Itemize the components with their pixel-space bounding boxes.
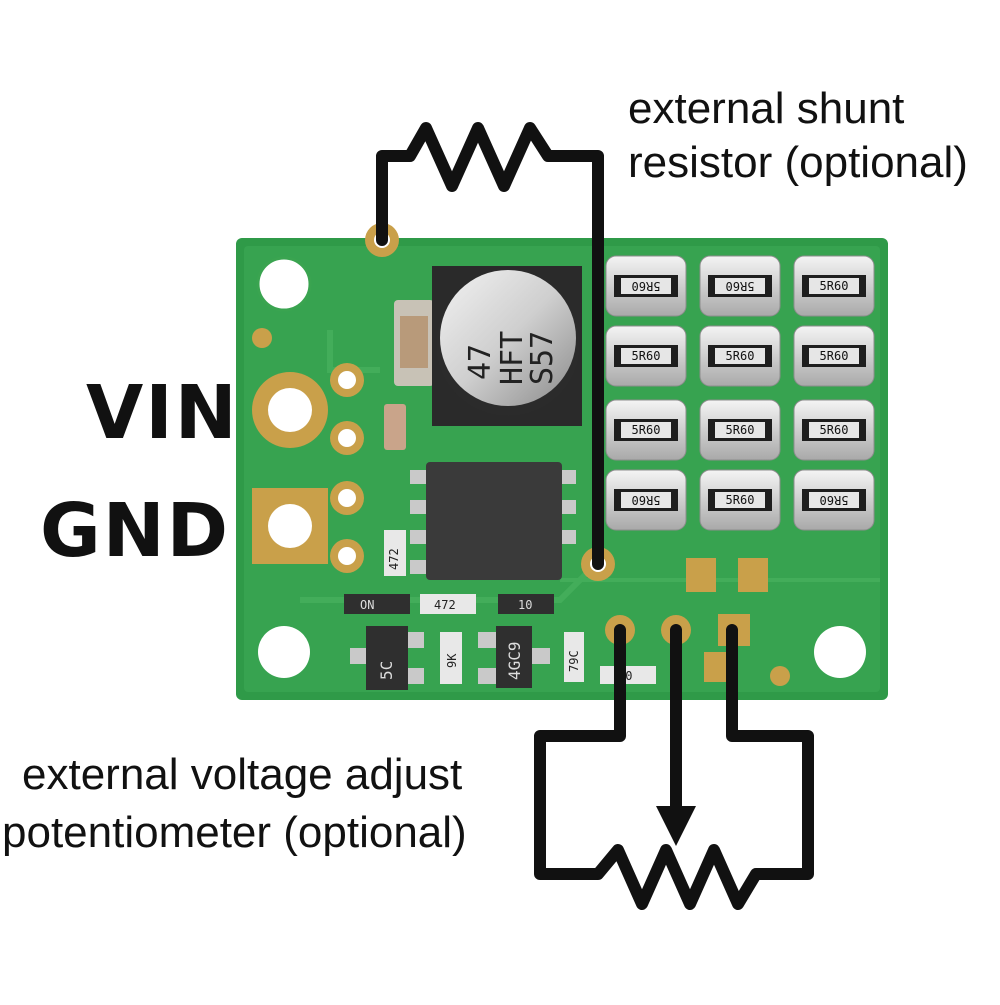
electrolytic-capacitor: 47 HFT S57: [432, 266, 582, 426]
capacitor-marking-1: 47: [463, 344, 498, 380]
resistor-marking: 5R60: [820, 279, 849, 293]
marking-4gc9: 4GC9: [505, 641, 524, 680]
resistor-marking: 5R60: [632, 423, 661, 437]
sense-resistor: 5R60: [699, 399, 781, 461]
pot-label-line1: external voltage adjust: [22, 750, 463, 799]
mounting-hole: [258, 626, 310, 678]
marking-5c: 5C: [377, 661, 396, 680]
resistor-marking: 5R60: [726, 493, 755, 507]
sense-resistor: 5R60: [699, 469, 781, 531]
mounting-hole: [814, 626, 866, 678]
sense-resistor: 5R60: [699, 255, 781, 317]
pcb-board: 47 HFT S57: [236, 223, 888, 700]
vin-label: VIN: [86, 370, 239, 456]
sense-resistor-array: 5R60 5R60 5R60 5R60 5R60 5R60 5R60 5R60 5R60 5R60…: [605, 255, 875, 531]
shunt-resistor-wire: [376, 122, 604, 570]
vin-pads: [252, 363, 364, 455]
sense-resistor: 5R60: [793, 469, 875, 531]
shunt-label-line1: external shunt: [628, 84, 905, 133]
capacitor-marking-2: HFT: [495, 331, 530, 385]
resistor-marking: 5R60: [632, 349, 661, 363]
resistor-marking: 5R60: [820, 349, 849, 363]
marking-472a: 472: [387, 548, 401, 570]
sense-resistor: 5R60: [793, 399, 875, 461]
marking-10a: 10: [518, 598, 532, 612]
marking-79c: 79C: [567, 650, 581, 672]
resistor-marking: 5R60: [820, 493, 849, 507]
wiper-arrow-icon: [656, 806, 696, 846]
gnd-pads: [252, 481, 364, 573]
resistor-marking: 5R60: [726, 349, 755, 363]
mounting-hole: [256, 256, 312, 312]
gnd-label: GND: [40, 488, 231, 574]
ic-chip: [410, 462, 576, 580]
marking-9k: 9K: [445, 653, 459, 668]
sense-resistor: 5R60: [605, 399, 687, 461]
shunt-label-line2: resistor (optional): [628, 138, 968, 187]
resistor-marking: 5R60: [632, 493, 661, 507]
sense-resistor: 5R60: [605, 469, 687, 531]
resistor-marking: 5R60: [726, 279, 755, 293]
sense-resistor: 5R60: [793, 325, 875, 387]
marking-on: ON: [360, 598, 374, 612]
capacitor-marking-3: S57: [525, 331, 560, 385]
potentiometer-wire: [534, 624, 814, 910]
sense-resistor: 5R60: [699, 325, 781, 387]
sense-resistor: 5R60: [605, 255, 687, 317]
resistor-marking: 5R60: [632, 279, 661, 293]
resistor-marking: 5R60: [726, 423, 755, 437]
sense-resistor: 5R60: [793, 255, 875, 317]
pot-label-line2: potentiometer (optional): [2, 808, 467, 857]
marking-472b: 472: [434, 598, 456, 612]
resistor-marking: 5R60: [820, 423, 849, 437]
sense-resistor: 5R60: [605, 325, 687, 387]
